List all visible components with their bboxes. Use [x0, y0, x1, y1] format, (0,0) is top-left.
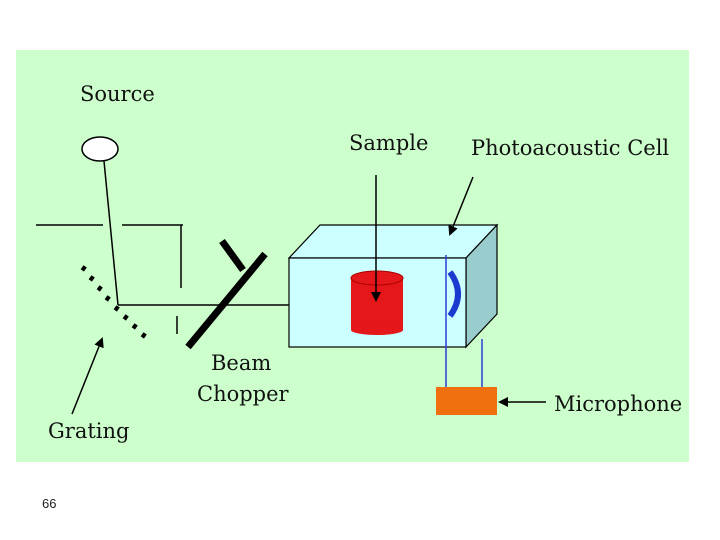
label-sample: Sample: [349, 131, 428, 155]
label-grating: Grating: [48, 419, 129, 443]
label-beam: Beam: [211, 351, 271, 375]
cell-arrow: [448, 176, 474, 236]
label-source: Source: [80, 82, 155, 106]
cell-top-face: [287, 224, 499, 259]
source-beam: [103, 160, 119, 306]
beam-chopper: [185, 238, 268, 350]
microphone-diaphragm: [447, 270, 461, 318]
page-number: 66: [42, 496, 57, 511]
sample-cylinder: [350, 270, 404, 335]
source-lamp: [81, 136, 119, 162]
label-photoacoustic-cell: Photoacoustic Cell: [471, 136, 669, 160]
microphone-box: [436, 387, 497, 415]
label-microphone: Microphone: [554, 392, 682, 416]
grating: [80, 265, 147, 339]
label-chopper: Chopper: [197, 382, 290, 406]
grating-arrow: [71, 337, 104, 415]
